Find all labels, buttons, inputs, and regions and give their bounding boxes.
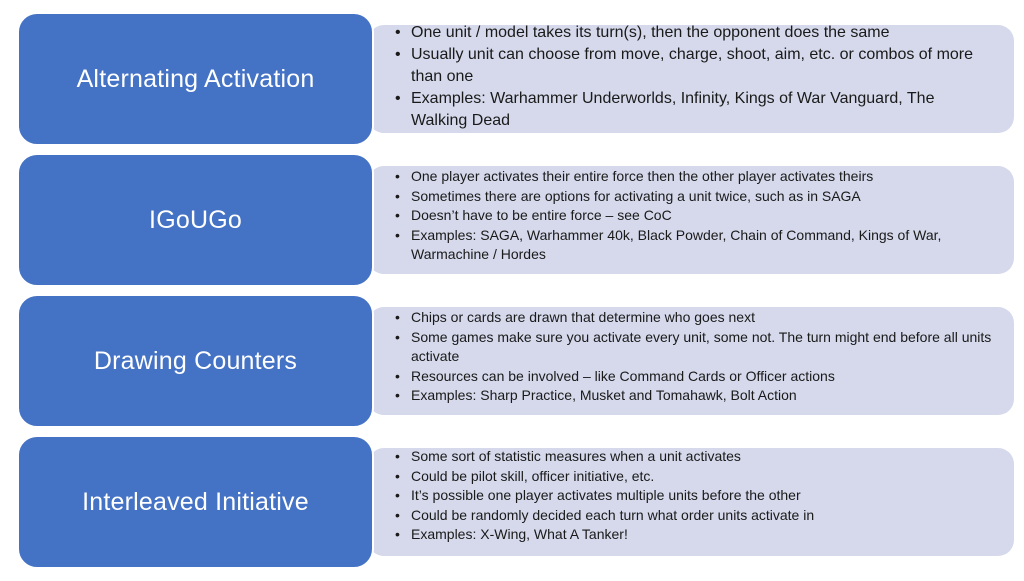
category-label: Drawing Counters bbox=[93, 346, 298, 375]
bullet-item: One unit / model takes its turn(s), then… bbox=[392, 22, 992, 44]
category-box-drawing-counters: Drawing Counters bbox=[17, 294, 374, 428]
bullet-list-alternating-activation: One unit / model takes its turn(s), then… bbox=[392, 22, 992, 132]
bullet-item: Some sort of statistic measures when a u… bbox=[392, 447, 992, 467]
bullet-item: Some games make sure you activate every … bbox=[392, 328, 992, 367]
category-label: Alternating Activation bbox=[76, 64, 315, 93]
bullet-item: Examples: Sharp Practice, Musket and Tom… bbox=[392, 386, 992, 406]
bullet-item: Sometimes there are options for activati… bbox=[392, 187, 992, 207]
bullet-item: Resources can be involved – like Command… bbox=[392, 367, 992, 387]
bullet-item: Doesn’t have to be entire force – see Co… bbox=[392, 206, 992, 226]
bullet-item: Examples: X-Wing, What A Tanker! bbox=[392, 525, 992, 545]
bullet-item: Examples: SAGA, Warhammer 40k, Black Pow… bbox=[392, 226, 992, 265]
bullet-list-interleaved-initiative: Some sort of statistic measures when a u… bbox=[392, 447, 992, 545]
bullet-item: Could be randomly decided each turn what… bbox=[392, 506, 992, 526]
bullet-item: It’s possible one player activates multi… bbox=[392, 486, 992, 506]
bullet-item: Could be pilot skill, officer initiative… bbox=[392, 467, 992, 487]
category-label: IGoUGo bbox=[149, 205, 242, 234]
category-label: Interleaved Initiative bbox=[82, 487, 309, 516]
bullet-item: Usually unit can choose from move, charg… bbox=[392, 44, 992, 88]
bullet-item: Examples: Warhammer Underworlds, Infinit… bbox=[392, 88, 992, 132]
bullet-item: Chips or cards are drawn that determine … bbox=[392, 308, 992, 328]
category-box-igougo: IGoUGo bbox=[17, 153, 374, 287]
bullet-item: One player activates their entire force … bbox=[392, 167, 992, 187]
bullet-list-igougo: One player activates their entire force … bbox=[392, 167, 992, 265]
category-box-interleaved-initiative: Interleaved Initiative bbox=[17, 435, 374, 569]
bullet-list-drawing-counters: Chips or cards are drawn that determine … bbox=[392, 308, 992, 406]
category-box-alternating-activation: Alternating Activation bbox=[17, 12, 374, 146]
